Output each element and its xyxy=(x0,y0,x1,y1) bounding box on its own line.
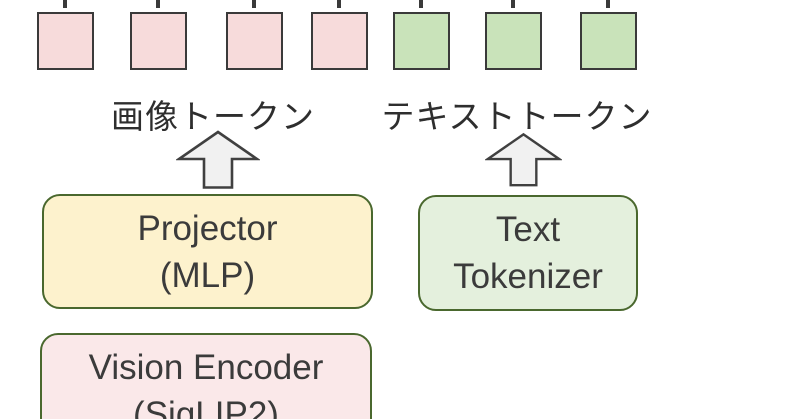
token-connector-tick xyxy=(156,0,160,8)
image-token-square xyxy=(311,12,368,70)
projector-box: Projector (MLP) xyxy=(42,194,373,309)
text-token-square xyxy=(580,12,637,70)
image-token-square xyxy=(37,12,94,70)
token-connector-tick xyxy=(252,0,256,8)
token-connector-tick xyxy=(63,0,67,8)
token-connector-tick xyxy=(419,0,423,8)
image-token-square xyxy=(226,12,283,70)
token-connector-tick xyxy=(511,0,515,8)
token-connector-tick xyxy=(606,0,610,8)
vision-encoder-box-line2: (SigLIP2) xyxy=(133,395,279,419)
up-arrow-icon xyxy=(485,132,562,187)
text-tokenizer-box-line2: Tokenizer xyxy=(453,257,603,296)
projector-box-line1: Projector xyxy=(137,208,278,248)
image-token-square xyxy=(130,12,187,70)
text-tokens-label: テキストトークン xyxy=(381,98,653,135)
text-token-square xyxy=(393,12,450,70)
image-tokens-label: 画像トークン xyxy=(111,98,315,135)
vision-encoder-box: Vision Encoder (SigLIP2) xyxy=(40,333,372,419)
token-connector-tick xyxy=(337,0,341,8)
projector-box-line2: (MLP) xyxy=(159,255,256,295)
text-token-square xyxy=(485,12,542,70)
text-tokenizer-box-line1: Text xyxy=(495,210,561,249)
text-tokenizer-box: Text Tokenizer xyxy=(418,195,638,311)
up-arrow-icon xyxy=(176,130,260,189)
vision-encoder-box-line1: Vision Encoder xyxy=(88,348,324,387)
